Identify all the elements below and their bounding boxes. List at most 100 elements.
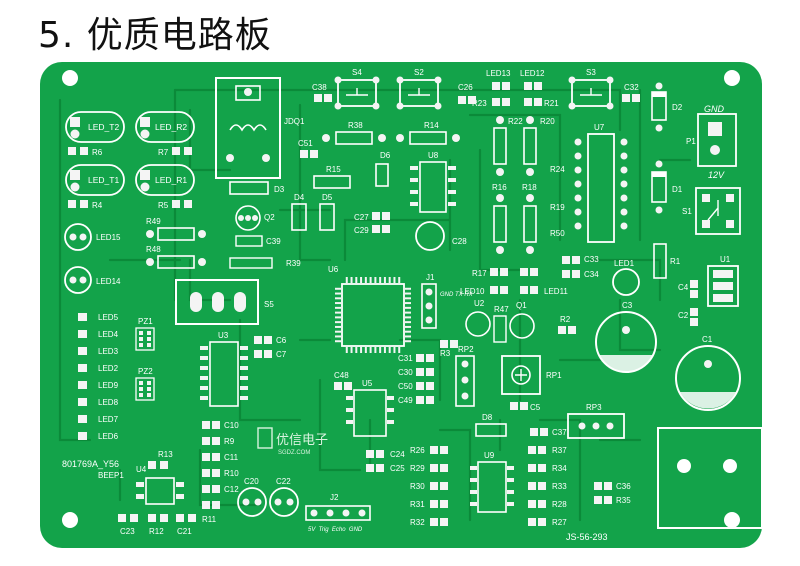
led-column-left xyxy=(78,313,87,440)
label-d2: D2 xyxy=(672,103,683,112)
led1-circle xyxy=(612,268,640,296)
mcu-pin xyxy=(364,347,367,353)
label-c22: C22 xyxy=(276,477,291,486)
label-r22: R22 xyxy=(508,117,523,126)
r1-resistor xyxy=(653,243,667,279)
label-c36: C36 xyxy=(616,482,631,491)
label-r19: R19 xyxy=(550,203,565,212)
diodes-d2-d1 xyxy=(651,82,667,214)
pz-arrays xyxy=(135,327,155,401)
smd-pads-c27-c29 xyxy=(372,212,390,233)
mcu-pin xyxy=(335,302,341,305)
mcu-pin xyxy=(388,347,391,353)
label-r35: R35 xyxy=(616,496,631,505)
label-pz1: PZ1 xyxy=(138,317,153,326)
u4-chip xyxy=(136,477,184,505)
mcu-pin xyxy=(360,347,363,353)
label-u7: U7 xyxy=(594,123,605,132)
label-u8: U8 xyxy=(428,151,439,160)
u3-chip xyxy=(200,341,248,407)
label-led12: LED12 xyxy=(520,69,545,78)
mcu-pin xyxy=(405,325,411,328)
label-c50: C50 xyxy=(398,382,413,391)
mcu-pin xyxy=(369,277,372,283)
mcu-pin xyxy=(350,277,353,283)
label-c3: C3 xyxy=(622,301,633,310)
label-c6: C6 xyxy=(276,336,287,345)
mcu-pin xyxy=(383,277,386,283)
tactile-switches-top xyxy=(334,76,614,110)
label-r2: R2 xyxy=(560,315,571,324)
j1-header xyxy=(421,283,437,329)
label-r33: R33 xyxy=(552,482,567,491)
led-pairs-top-left xyxy=(65,111,195,196)
d8-diode xyxy=(475,423,507,437)
label-d1: D1 xyxy=(672,185,683,194)
smd-pads-c36-r35 xyxy=(594,482,612,504)
label-c4: C4 xyxy=(678,283,689,292)
label-d5: D5 xyxy=(322,193,333,202)
jdq1-relay xyxy=(215,77,281,179)
label-r37: R37 xyxy=(552,446,567,455)
label-c24: C24 xyxy=(390,450,405,459)
label-c33: C33 xyxy=(584,255,599,264)
mcu-pin xyxy=(335,292,341,295)
label-r38: R38 xyxy=(348,121,363,130)
u9-chip xyxy=(470,461,514,513)
mcu-pin xyxy=(360,277,363,283)
mcu-pin xyxy=(335,287,341,290)
mcu-pin xyxy=(393,347,396,353)
label-c21: C21 xyxy=(177,527,192,536)
label-led14: LED14 xyxy=(96,277,121,286)
label-q2: Q2 xyxy=(264,213,275,222)
led15-led14 xyxy=(64,223,92,294)
mcu-pin xyxy=(335,311,341,314)
label-led-r1: LED_R1 xyxy=(155,175,187,185)
mcu-pin xyxy=(405,311,411,314)
label-gnd: GND xyxy=(704,104,725,114)
u6-mcu xyxy=(335,277,411,353)
resistors-r38-r14 xyxy=(322,131,460,145)
label-u1: U1 xyxy=(720,255,731,264)
label-led13: LED13 xyxy=(486,69,511,78)
s5-switch xyxy=(175,279,259,325)
label-c28: C28 xyxy=(452,237,467,246)
resistors-r49-r48 xyxy=(146,227,206,269)
label-c49: C49 xyxy=(398,396,413,405)
mcu-pin xyxy=(374,277,377,283)
label-s1: S1 xyxy=(682,207,692,216)
label-u3: U3 xyxy=(218,331,229,340)
mcu-pin xyxy=(335,321,341,324)
resistors-vertical-mid xyxy=(493,116,537,254)
label-s5: S5 xyxy=(264,300,274,309)
c1-electrolytic xyxy=(675,345,741,411)
mcu-pin xyxy=(369,347,372,353)
label-r39: R39 xyxy=(286,259,301,268)
c28-cap xyxy=(415,221,445,251)
mcu-pin xyxy=(335,316,341,319)
label-p1: P1 xyxy=(686,137,696,146)
label-r34: R34 xyxy=(552,464,567,473)
label-c7: C7 xyxy=(276,350,287,359)
j2-header xyxy=(305,505,371,521)
label-jdq1: JDQ1 xyxy=(284,117,305,126)
label-c34: C34 xyxy=(584,270,599,279)
mcu-pin xyxy=(405,302,411,305)
c3-electrolytic xyxy=(595,311,657,373)
label-d6: D6 xyxy=(380,151,391,160)
smd-column-r37-r27 xyxy=(528,446,546,526)
label-led-r2: LED_R2 xyxy=(155,122,187,132)
label-r23: R23 xyxy=(472,99,487,108)
rp3-pot xyxy=(567,413,625,439)
smd-column-c31-c49 xyxy=(416,354,434,404)
mcu-pin xyxy=(335,340,341,343)
smd-pads-c5 xyxy=(510,402,528,410)
r15-resistor xyxy=(313,175,351,189)
label-s2: S2 xyxy=(414,68,424,77)
rp2-pot xyxy=(455,355,475,407)
smd-pads-c4-c2 xyxy=(690,280,698,326)
mcu-pin xyxy=(345,277,348,283)
r39-resistor xyxy=(229,257,273,269)
smd-pads-c37 xyxy=(530,428,548,436)
c39-cap xyxy=(235,235,263,247)
